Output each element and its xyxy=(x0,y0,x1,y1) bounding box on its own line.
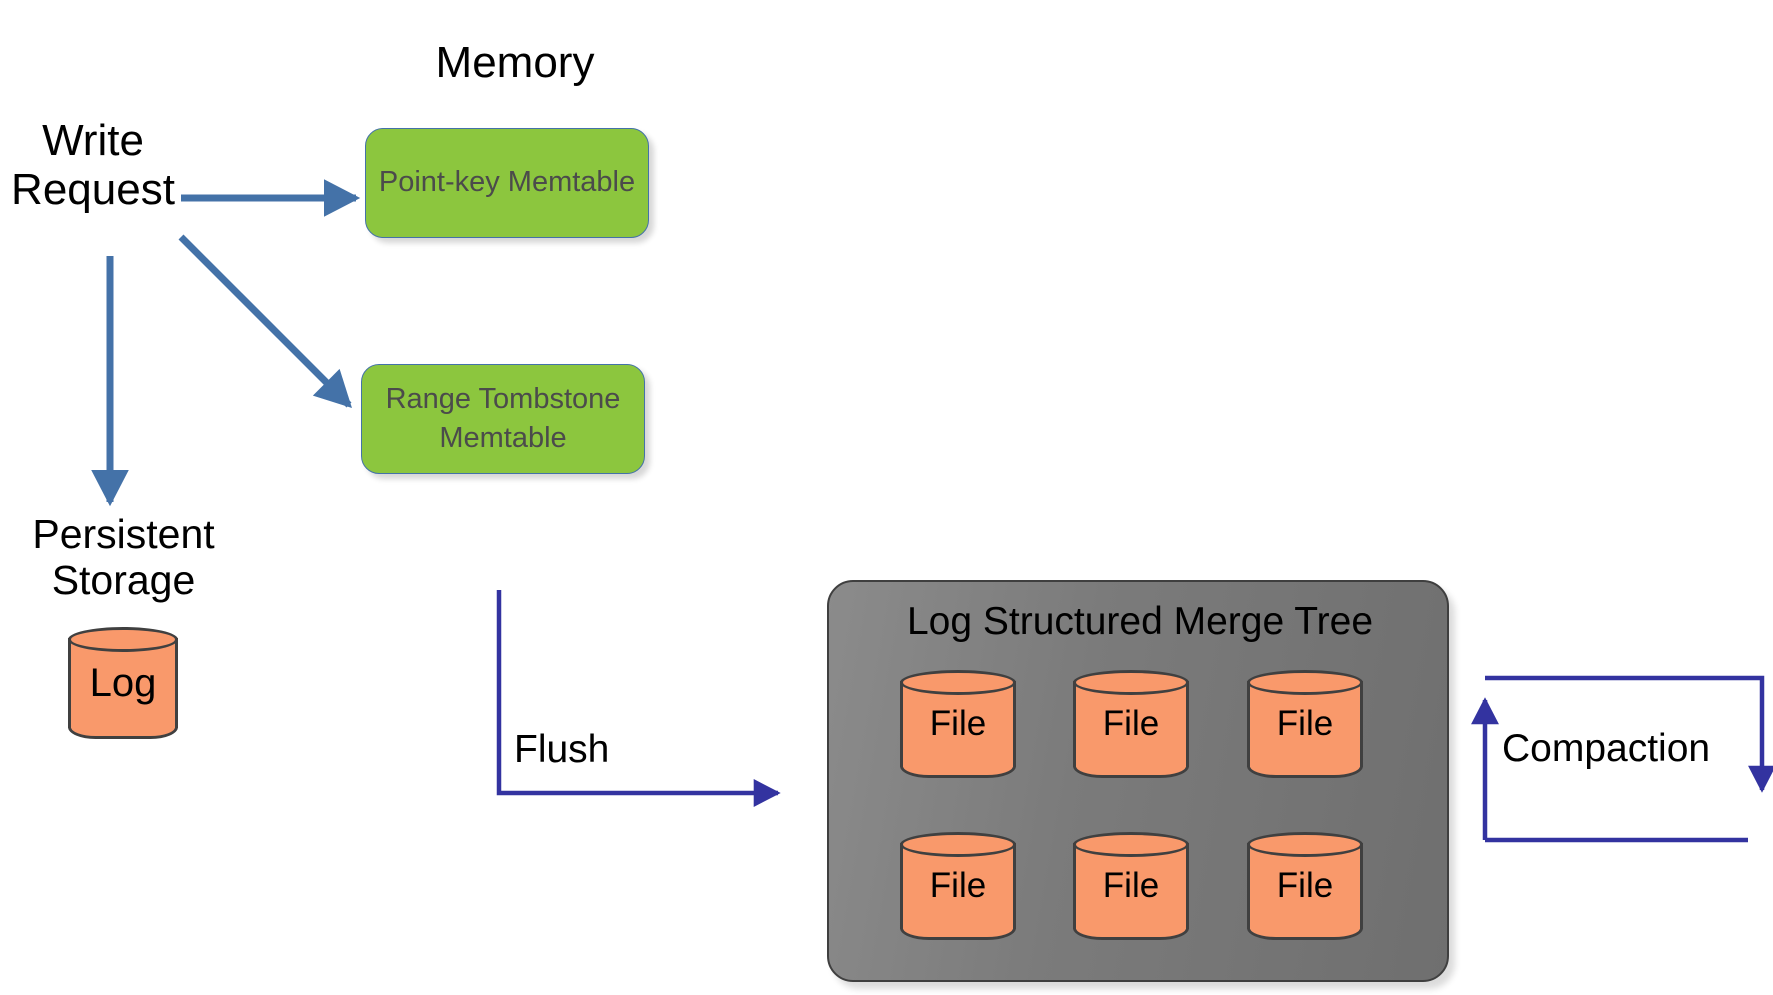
cylinder-body xyxy=(1073,843,1189,929)
file-cylinder-icon[interactable]: File xyxy=(1073,670,1189,778)
file-cylinder-label: File xyxy=(1276,866,1334,905)
file-cylinder-label: File xyxy=(929,866,987,905)
cylinder-body xyxy=(68,638,178,728)
lsm-tree-title: Log Structured Merge Tree xyxy=(906,600,1374,643)
cylinder-top-cap xyxy=(1073,670,1189,695)
memory-heading: Memory xyxy=(435,38,595,87)
file-cylinder-label: File xyxy=(1102,704,1160,743)
cylinder-body xyxy=(1073,681,1189,767)
file-cylinder-label: File xyxy=(1276,704,1334,743)
memtable-point-key[interactable]: Point-key Memtable xyxy=(365,128,649,238)
cylinder-top-cap xyxy=(900,670,1016,695)
cylinder-top-cap xyxy=(900,832,1016,857)
cylinder-body xyxy=(1247,843,1363,929)
file-cylinder-icon[interactable]: File xyxy=(1073,832,1189,940)
file-cylinder-icon[interactable]: File xyxy=(900,670,1016,778)
file-cylinder-icon[interactable]: File xyxy=(900,832,1016,940)
memtable-point-key-label: Point-key Memtable xyxy=(378,166,636,199)
flush-edge-label: Flush xyxy=(514,728,610,771)
arrow-compaction xyxy=(1471,675,1773,843)
cylinder-body xyxy=(900,843,1016,929)
cylinder-top-cap xyxy=(1247,832,1363,857)
memtable-range-tombstone-label: Range Tombstone Memtable xyxy=(385,382,621,454)
file-cylinder-label: File xyxy=(929,704,987,743)
compaction-edge-label: Compaction xyxy=(1502,727,1711,770)
cylinder-body xyxy=(900,681,1016,767)
file-cylinder-icon[interactable]: File xyxy=(1247,670,1363,778)
memtable-range-tombstone[interactable]: Range Tombstone Memtable xyxy=(361,364,645,474)
cylinder-body xyxy=(1247,681,1363,767)
cylinder-top-cap xyxy=(1247,670,1363,695)
file-cylinder-icon[interactable]: File xyxy=(1247,832,1363,940)
arrow-flush xyxy=(496,590,781,807)
write-request-label: Write Request xyxy=(11,116,175,215)
arrow-write-to-range-tombstone-memtable xyxy=(178,234,352,408)
persistent-storage-label: Persistent Storage xyxy=(32,511,215,603)
cylinder-top-cap xyxy=(1073,832,1189,857)
cylinder-top-cap xyxy=(68,627,178,652)
file-cylinder-label: File xyxy=(1102,866,1160,905)
log-cylinder-label: Log xyxy=(89,660,157,705)
log-cylinder-icon[interactable]: Log xyxy=(68,627,178,739)
